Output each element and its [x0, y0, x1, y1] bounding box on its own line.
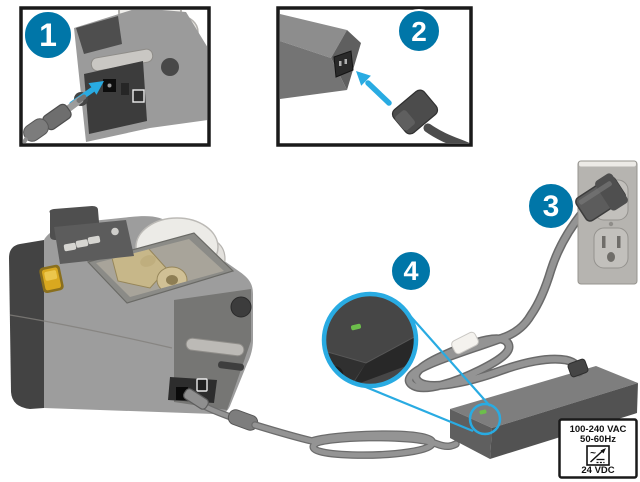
outlet-plate-highlight	[579, 161, 636, 167]
roll-holder-hub	[166, 275, 178, 285]
dc-plug-tip	[76, 94, 87, 103]
button3-group	[87, 235, 101, 245]
wall-outlet	[575, 160, 638, 285]
brick-led-group	[479, 409, 487, 415]
magnified-power-led	[350, 323, 362, 331]
strain-relief-group	[567, 358, 589, 378]
wall-plug-head	[595, 173, 628, 211]
button2-group	[75, 239, 89, 248]
strain-relief	[567, 358, 589, 378]
hinge-knob-main	[230, 296, 252, 318]
step2-number: 2	[411, 16, 427, 47]
wall-plug-highlight	[578, 181, 612, 205]
step2-badge	[397, 9, 441, 53]
ac-connector-nose	[395, 110, 415, 131]
magnified-brick-front	[352, 336, 416, 386]
dc-power-cord	[183, 388, 460, 459]
step1-content	[23, 10, 207, 143]
magnifier-ring	[321, 291, 419, 389]
step4-badge	[390, 250, 432, 292]
hinge-knob-right	[161, 58, 179, 76]
host-port	[121, 83, 129, 95]
step2-content	[280, 14, 469, 143]
main-scene: 3 4	[9, 160, 638, 479]
magnifier-view	[321, 291, 419, 389]
led-highlight-ring	[468, 402, 502, 436]
usb-port	[132, 89, 145, 103]
back-slot2-group	[218, 361, 244, 371]
cable-tie	[451, 331, 479, 355]
converter-icon-arrowhead	[600, 448, 606, 454]
printer-left-cap	[9, 240, 44, 409]
ac-power-cord	[404, 207, 589, 393]
dc-jack-pin	[107, 83, 112, 88]
rating-label: 100-240 VAC 50-60Hz ~ 24 VDC	[558, 418, 638, 479]
ac-cord	[406, 209, 586, 391]
rating-frequency: 50-60Hz	[580, 434, 616, 445]
psu-top-face	[280, 14, 347, 58]
brick-top-face	[450, 366, 638, 428]
printer	[9, 206, 253, 415]
dc-cord-tail	[23, 136, 29, 143]
status-indicator	[111, 227, 119, 236]
step3-number: 3	[543, 190, 560, 223]
insert-arrow-head	[88, 81, 104, 95]
ac-cord-tail	[423, 123, 469, 143]
holder-detail-group	[140, 255, 156, 267]
power-led	[479, 409, 487, 415]
insert-arrow2-head	[356, 71, 371, 86]
step1-panel: 1	[19, 6, 211, 147]
back-recess	[185, 337, 245, 357]
ac-inlet-pin2	[344, 59, 347, 64]
cable-tie-group	[451, 331, 479, 355]
callout-line-upper	[404, 309, 491, 407]
back-slot-group	[185, 337, 245, 357]
outlet-slot-right	[617, 236, 621, 248]
magnified-led-group	[350, 323, 362, 331]
dc-plug-main	[183, 388, 209, 410]
ac-connector-group	[391, 89, 439, 135]
outlet-screw	[608, 221, 614, 227]
wall-plug-group	[575, 173, 628, 222]
step1-badge	[23, 10, 73, 60]
body-seam	[9, 314, 173, 349]
back-vent	[218, 361, 244, 371]
magnifier-interior	[324, 294, 416, 386]
latch-group	[39, 264, 64, 294]
psu-front-face	[280, 41, 347, 99]
usb-port-main	[196, 378, 208, 392]
pause-button	[75, 239, 89, 248]
step2-panel: 2	[276, 6, 473, 147]
ac-dc-converter-icon: ~	[586, 445, 610, 466]
converter-icon-ac-symbol: ~	[590, 448, 596, 459]
step3-badge	[527, 182, 575, 230]
magnified-cord	[324, 374, 333, 386]
power-button	[87, 235, 101, 245]
step4-number: 4	[403, 256, 418, 286]
rating-input-voltage: 100-240 VAC	[570, 424, 627, 435]
rating-output-voltage: 24 VDC	[581, 465, 614, 476]
callout-line-lower	[350, 379, 474, 433]
step1-number: 1	[39, 17, 57, 53]
brick-left-face	[450, 409, 492, 459]
printer-port-face	[84, 61, 147, 134]
outlet-slot-left	[602, 236, 606, 248]
insert-arrow2-shaft	[365, 80, 392, 106]
dc-cord-coil	[252, 422, 459, 458]
magnified-brick-edge	[324, 335, 416, 364]
printer-top-corner	[76, 16, 122, 54]
dc-plug-main-group	[183, 388, 209, 410]
outlet-ground-hole	[607, 252, 615, 262]
button1-group	[63, 242, 77, 252]
holder-detail	[140, 255, 156, 267]
ac-inlet-pin	[339, 61, 342, 66]
ac-inlet	[333, 50, 354, 78]
latch-highlight	[44, 270, 58, 281]
feed-button	[63, 242, 77, 252]
